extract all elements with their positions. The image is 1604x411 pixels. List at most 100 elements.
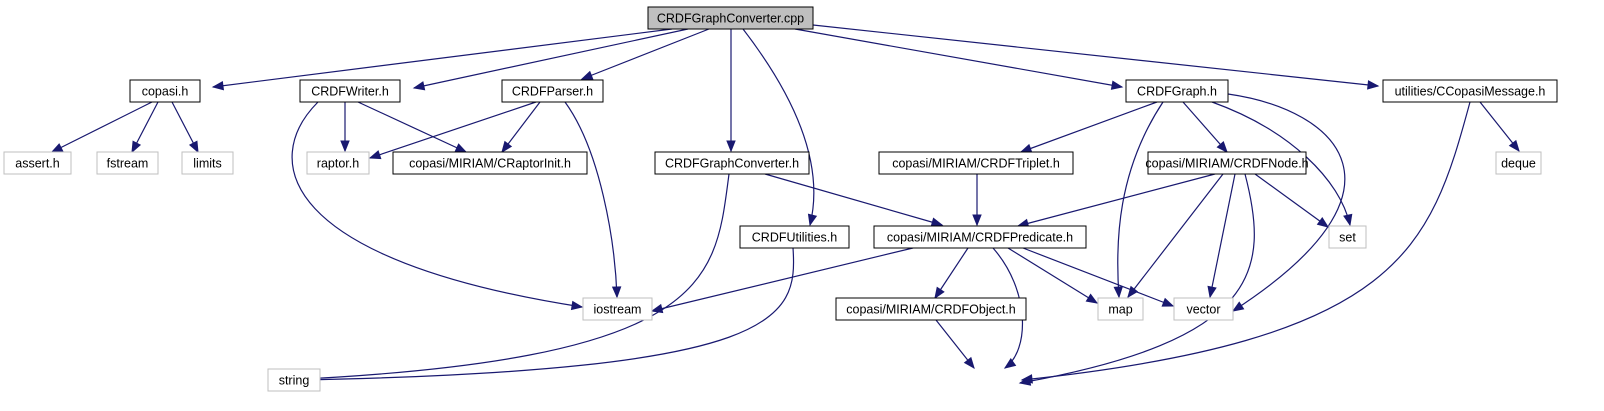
edge-line [1021, 101, 1471, 381]
node-map: map [1097, 297, 1144, 321]
arrowhead-icon [1316, 216, 1330, 228]
arrowhead-icon [1110, 80, 1124, 90]
node-cmsg[interactable]: utilities/CCopasiMessage.h [1382, 79, 1558, 103]
node-object[interactable]: copasi/MIRIAM/CRDFObject.h [835, 297, 1027, 321]
edge-line [1182, 101, 1228, 153]
node-parser[interactable]: CRDFParser.h [501, 79, 604, 103]
arrowhead-icon [50, 143, 64, 153]
edge-writer-raptor [340, 102, 350, 153]
node-box [582, 297, 653, 321]
node-triplet[interactable]: copasi/MIRIAM/CRDFTriplet.h [878, 151, 1074, 175]
node-label: CRDFWriter.h [311, 85, 389, 99]
node-utils[interactable]: CRDFUtilities.h [739, 225, 850, 249]
edge-cmsg-deque [1479, 101, 1520, 153]
arrowhead-icon [1019, 143, 1033, 153]
node-writer[interactable]: CRDFWriter.h [299, 79, 401, 103]
node-label: limits [193, 157, 221, 171]
node-convh[interactable]: CRDFGraphConverter.h [654, 151, 810, 175]
node-label: vector [1186, 303, 1220, 317]
node-pred[interactable]: copasi/MIRIAM/CRDFPredicate.h [873, 225, 1087, 249]
edge-writer-iostream [291, 101, 584, 311]
arrowhead-icon [131, 140, 142, 154]
node-label: raptor.h [317, 157, 359, 171]
arrowhead-icon [1216, 140, 1228, 154]
node-node[interactable]: copasi/MIRIAM/CRDFNode.h [1145, 151, 1309, 175]
edge-pred-map [1007, 247, 1099, 304]
node-box [306, 151, 370, 175]
edge-root-cmsg [812, 24, 1380, 90]
edge-pred-iostream [650, 247, 914, 314]
edge-line [1017, 173, 1216, 227]
node-label: CRDFParser.h [512, 85, 593, 99]
arrowhead-icon [1020, 374, 1033, 384]
edge-graph-map [1113, 101, 1164, 299]
edge-node-pred [1016, 173, 1216, 228]
node-label: copasi.h [142, 85, 189, 99]
edge-line [357, 101, 467, 153]
arrowhead-icon [454, 143, 468, 153]
edge-writer-raptorinit [357, 101, 468, 153]
arrowhead-icon [340, 140, 350, 153]
edge-line [212, 28, 673, 88]
edge-graph-vector [1227, 93, 1346, 312]
edge-line [581, 28, 710, 80]
edge-node-string [1018, 173, 1255, 386]
node-label: set [1339, 231, 1356, 245]
node-raptorinit[interactable]: copasi/MIRIAM/CRaptorInit.h [392, 151, 588, 175]
node-box [1147, 151, 1307, 175]
node-box [654, 151, 810, 175]
edge-root-writer [412, 28, 689, 91]
node-box [1125, 79, 1229, 103]
edge-root-parser [580, 28, 710, 80]
edge-pred-vector [1022, 247, 1175, 307]
node-label: copasi/MIRIAM/CRDFPredicate.h [887, 231, 1073, 245]
node-box [501, 79, 604, 103]
node-box [3, 151, 72, 175]
node-root[interactable]: CRDFGraphConverter.cpp [647, 6, 814, 30]
edge-line [764, 173, 943, 226]
node-string: string [267, 368, 321, 392]
node-box [835, 297, 1027, 321]
edge-line [369, 101, 537, 159]
arrowhead-icon [501, 140, 513, 154]
edge-line [742, 28, 815, 226]
node-label: CRDFGraphConverter.h [665, 157, 799, 171]
node-label: utilities/CCopasiMessage.h [1395, 85, 1546, 99]
node-label: fstream [107, 157, 149, 171]
node-box [1097, 297, 1144, 321]
edge-pred-object [934, 247, 969, 300]
edge-node-set [1254, 173, 1330, 228]
node-label: iostream [594, 303, 642, 317]
node-graph[interactable]: CRDFGraph.h [1125, 79, 1229, 103]
node-set: set [1328, 225, 1367, 249]
arrowhead-icon [807, 213, 818, 227]
arrowhead-icon [580, 70, 594, 80]
edge-parser-iostream [564, 101, 622, 299]
node-limits: limits [181, 151, 234, 175]
node-label: copasi/MIRIAM/CRaptorInit.h [409, 157, 571, 171]
edge-copasi-assert [50, 101, 153, 153]
edge-root-utils [742, 28, 818, 227]
arrowhead-icon [1085, 293, 1099, 304]
node-box [1173, 297, 1234, 321]
edge-convh-string [282, 173, 730, 385]
node-label: map [1108, 303, 1132, 317]
edge-root-graph [794, 28, 1124, 90]
arrowhead-icon [650, 303, 664, 314]
nodes-layer: CRDFGraphConverter.cpp copasi.h CRDFWriter… [3, 6, 1558, 392]
edges-layer [50, 24, 1520, 386]
edge-parser-raptorinit [501, 101, 541, 154]
arrowhead-icon [934, 286, 945, 300]
node-copasi[interactable]: copasi.h [129, 79, 201, 103]
arrowhead-icon [1231, 301, 1245, 312]
edge-line [413, 28, 689, 89]
edge-line [1020, 101, 1158, 153]
edge-graph-node [1182, 101, 1228, 154]
arrowhead-icon [188, 140, 199, 154]
edge-line [1022, 247, 1174, 307]
edge-node-vector [1207, 173, 1236, 299]
arrowhead-icon [972, 214, 982, 227]
node-label: CRDFGraphConverter.cpp [657, 12, 804, 26]
node-box [1495, 151, 1542, 175]
